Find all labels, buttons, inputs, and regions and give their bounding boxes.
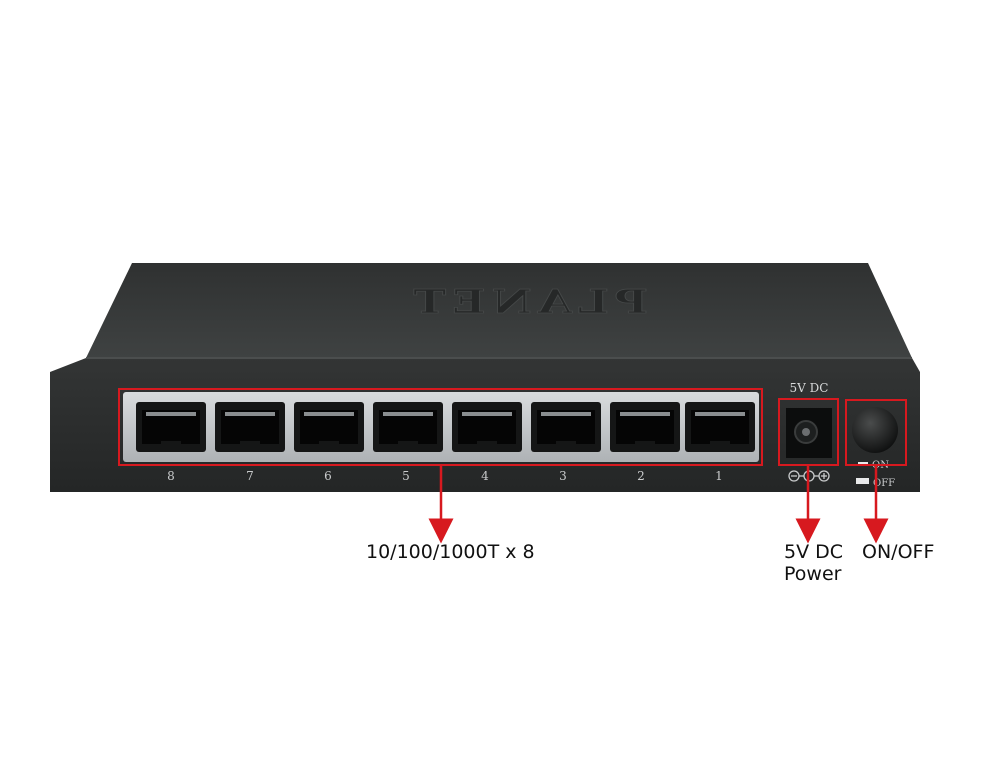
ports-callout-label: 10/100/1000T x 8 [366,541,535,563]
power-callout-line2: Power [784,563,842,585]
port-number-label: 1 [715,469,723,483]
rj45-port-1 [685,402,755,452]
power-callout-label: 5V DC Power [784,541,843,585]
rj45-port-5 [373,402,443,452]
rj45-port-6 [294,402,364,452]
rj45-port-2 [610,402,680,452]
port-number-label: 5 [402,469,410,483]
port-number-label: 4 [481,469,489,483]
power-callout-line1: 5V DC [784,541,844,563]
rj45-port-group [136,402,755,452]
power-switch-knob [852,407,898,453]
rj45-port-3 [531,402,601,452]
port-number-label: 3 [559,469,567,483]
rj45-port-8 [136,402,206,452]
port-number-label: 2 [637,469,645,483]
switch-off-label: OFF [873,478,895,489]
brand-emboss: PLANET [407,282,648,321]
rj45-port-7 [215,402,285,452]
port-number-label: 6 [324,469,332,483]
port-number-label: 8 [167,469,175,483]
rj45-port-4 [452,402,522,452]
power-jack-label: 5V DC [790,381,829,395]
onoff-callout-label: ON/OFF [862,541,935,563]
switch-top-face [86,263,912,358]
port-number-label: 7 [246,469,254,483]
